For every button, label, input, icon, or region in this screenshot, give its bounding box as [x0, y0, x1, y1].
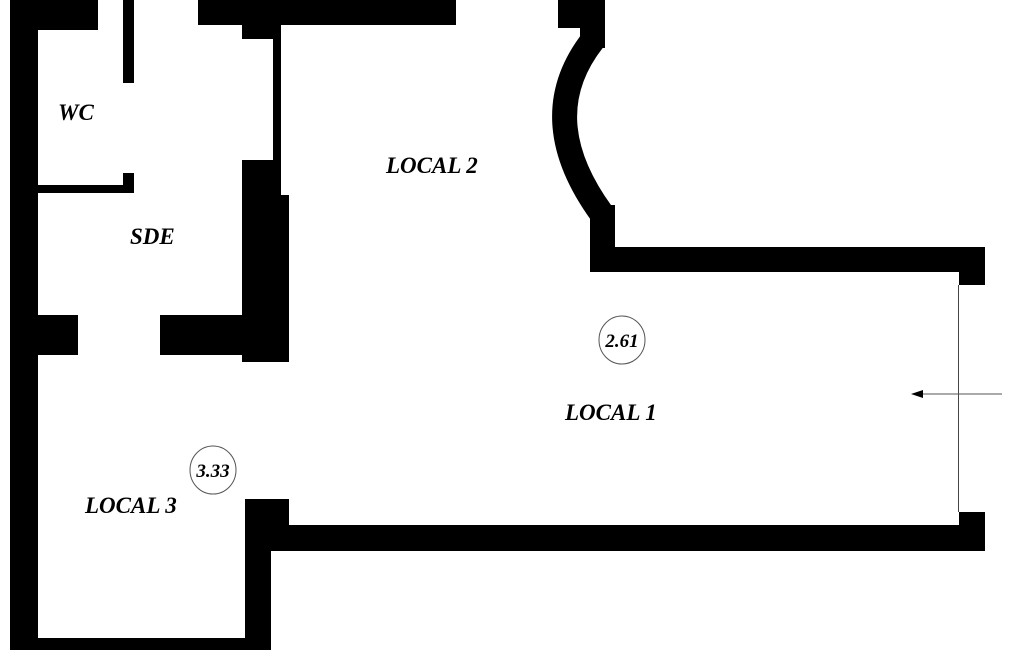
wall-top-left — [10, 0, 98, 30]
wall-wc-stub — [123, 173, 134, 193]
wall-sde-left-block — [38, 315, 78, 355]
room-label-sde: SDE — [130, 224, 175, 249]
walls — [10, 0, 985, 650]
wall-wc-partition — [123, 0, 134, 83]
wall-right-upper-stub — [959, 247, 985, 285]
wall-local1-top — [590, 247, 985, 272]
level-value: 3.33 — [195, 461, 229, 482]
wall-bottom-left — [10, 638, 271, 650]
wall-top-middle — [198, 0, 456, 25]
room-label-local2: LOCAL 2 — [385, 153, 478, 178]
wall-left-outer — [10, 0, 38, 650]
level-circle — [189, 445, 237, 495]
level-marker-local1: 2.61 — [598, 315, 646, 365]
level-value: 2.61 — [604, 331, 638, 352]
wall-top-step — [242, 25, 281, 39]
wall-curved-niche — [552, 32, 613, 222]
wall-local3-column — [245, 499, 289, 529]
level-marker-local3: 3.33 — [189, 445, 237, 495]
wall-inner-thin — [273, 25, 281, 195]
room-labels: WC SDE LOCAL 2 LOCAL 1 LOCAL 3 — [58, 100, 657, 518]
wall-column-upper — [242, 160, 274, 200]
entrance-arrow-icon — [911, 390, 1002, 398]
wall-local3-right — [245, 525, 271, 650]
wall-local1-bottom — [245, 525, 985, 551]
wall-right-lower-stub — [959, 512, 985, 551]
room-label-wc: WC — [58, 100, 94, 125]
room-label-local3: LOCAL 3 — [84, 493, 177, 518]
level-circle — [598, 315, 646, 365]
wall-wc-bottom — [38, 185, 134, 193]
room-label-local1: LOCAL 1 — [564, 400, 657, 425]
wall-sde-right-block — [160, 315, 288, 355]
